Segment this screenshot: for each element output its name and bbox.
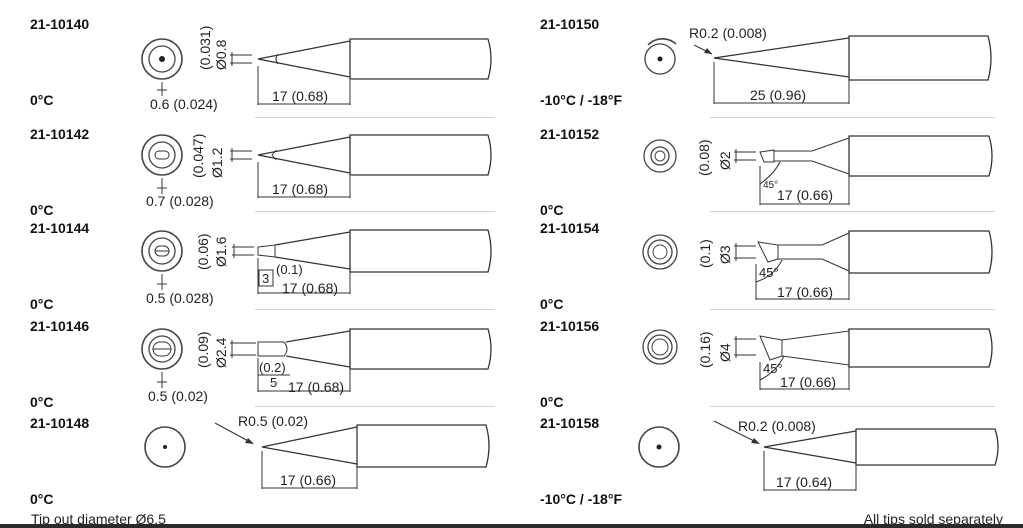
angle-label: 45° [763,180,778,191]
footer-note-sold-separately: All tips sold separately [863,511,1003,527]
part-number: 21-10140 [30,16,90,32]
tip-cell: 21-10142 0°C (0.047) Ø1.2 17 (0.68) 0.7 … [0,118,512,218]
length-label: 17 (0.68) [272,88,328,104]
flat-inch-label: (0.1) [276,262,303,277]
tip-cell: 21-10146 0°C (0.09) Ø2.4 (0.2) 5 17 (0.6… [0,310,512,410]
width-label: 0.6 (0.024) [150,96,218,112]
temperature-label: 0°C [540,202,564,218]
width-label: 0.5 (0.02) [148,388,208,404]
inch-diameter-label: (0.16) [697,331,713,368]
temperature-label: -10°C / -18°F [540,92,622,108]
tip-drawing: (0.031) Ø0.8 17 (0.68) 0.6 (0.024) [141,26,492,112]
radius-label: R0.2 (0.008) [738,418,816,434]
tip-drawing: (0.047) Ø1.2 17 (0.68) 0.7 (0.028) [141,134,492,209]
length-label: 17 (0.66) [280,472,336,488]
diameter-label: Ø2.4 [213,337,229,368]
length-label: 17 (0.66) [777,187,833,203]
row-divider [255,309,495,310]
width-label: 0.5 (0.028) [146,290,214,306]
angle-label: 45° [759,265,779,280]
angle-label: 45° [763,361,783,376]
diameter-label: Ø4 [717,343,733,362]
temperature-label: 0°C [30,394,54,410]
radius-label: R0.2 (0.008) [689,25,767,41]
flat-length-label: 5 [270,375,277,390]
length-label: 17 (0.66) [780,374,836,390]
part-number: 21-10152 [540,126,600,142]
part-number: 21-10158 [540,415,600,431]
tip-cell: 21-10150 -10°C / -18°F R0.2 (0.008) 25 (… [512,8,1023,108]
tip-drawing: R0.2 (0.008) 25 (0.96) [644,25,992,104]
diameter-label: Ø1.2 [209,147,225,178]
diameter-label: Ø0.8 [213,39,229,70]
tip-drawing: (0.09) Ø2.4 (0.2) 5 17 (0.68) 0.5 (0.02) [141,328,492,404]
inch-diameter-label: (0.09) [195,331,211,368]
bottom-border [0,524,1023,528]
part-number: 21-10142 [30,126,90,142]
temperature-label: -10°C / -18°F [540,491,622,507]
diameter-label: Ø1.6 [213,236,229,267]
length-label: 17 (0.64) [776,474,832,490]
length-label: 17 (0.68) [272,181,328,197]
inch-diameter-label: (0.06) [195,233,211,270]
temperature-label: 0°C [540,394,564,410]
tip-cell: 21-10154 0°C (0.1) Ø3 45° 17 (0.66) [512,212,1023,312]
flat-inch-label: (0.2) [259,360,286,375]
footer-note-diameter: Tip out diameter Ø6.5 [31,511,166,527]
length-label: 17 (0.68) [288,379,344,395]
part-number: 21-10144 [30,220,90,236]
row-divider [255,211,495,212]
tip-cell: 21-10158 -10°C / -18°F R0.2 (0.008) 17 (… [512,407,1023,507]
inch-diameter-label: (0.047) [190,134,206,178]
tip-drawing: R0.2 (0.008) 17 (0.64) [638,418,999,491]
part-number: 21-10154 [540,220,600,236]
temperature-label: 0°C [30,491,54,507]
tip-cell: 21-10156 0°C (0.16) Ø4 45° 17 (0.66) [512,310,1023,410]
diameter-label: Ø2 [717,151,733,170]
tip-drawing: (0.08) Ø2 45° 17 (0.66) [643,135,993,205]
radius-label: R0.5 (0.02) [238,413,308,429]
temperature-label: 0°C [30,202,54,218]
flat-length-label: 3 [262,271,269,286]
diameter-label: Ø3 [717,245,733,264]
tip-cell: 21-10148 0°C R0.5 (0.02) 17 (0.66) [0,407,512,507]
part-number: 21-10146 [30,318,90,334]
tip-drawing: (0.06) Ø1.6 3 (0.1) 17 (0.68) 0.5 (0.028… [141,229,492,306]
tip-cell: 21-10140 0°C (0.031) Ø0.8 17 (0.68) 0.6 … [0,8,512,112]
length-label: 17 (0.66) [777,284,833,300]
tip-cell: 21-10152 0°C (0.08) Ø2 45° 17 (0.66) [512,118,1023,218]
inch-diameter-label: (0.08) [696,139,712,176]
tip-drawing: (0.16) Ø4 45° 17 (0.66) [642,328,993,390]
row-divider [710,117,995,118]
inch-diameter-label: (0.1) [697,239,713,268]
row-divider [710,309,995,310]
tip-drawing: (0.1) Ø3 45° 17 (0.66) [642,230,993,300]
width-label: 0.7 (0.028) [146,193,214,209]
part-number: 21-10148 [30,415,90,431]
length-label: 17 (0.68) [282,280,338,296]
inch-diameter-label: (0.031) [197,26,213,70]
tip-drawing: R0.5 (0.02) 17 (0.66) [144,413,490,489]
temperature-label: 0°C [30,92,54,108]
temperature-label: 0°C [540,296,564,312]
part-number: 21-10156 [540,318,600,334]
tip-cell: 21-10144 0°C (0.06) Ø1.6 3 (0.1) 17 (0.6… [0,212,512,312]
row-divider [255,406,495,407]
part-number: 21-10150 [540,16,600,32]
length-label: 25 (0.96) [750,87,806,103]
row-divider [255,117,495,118]
row-divider [710,211,995,212]
temperature-label: 0°C [30,296,54,312]
row-divider [710,406,995,407]
